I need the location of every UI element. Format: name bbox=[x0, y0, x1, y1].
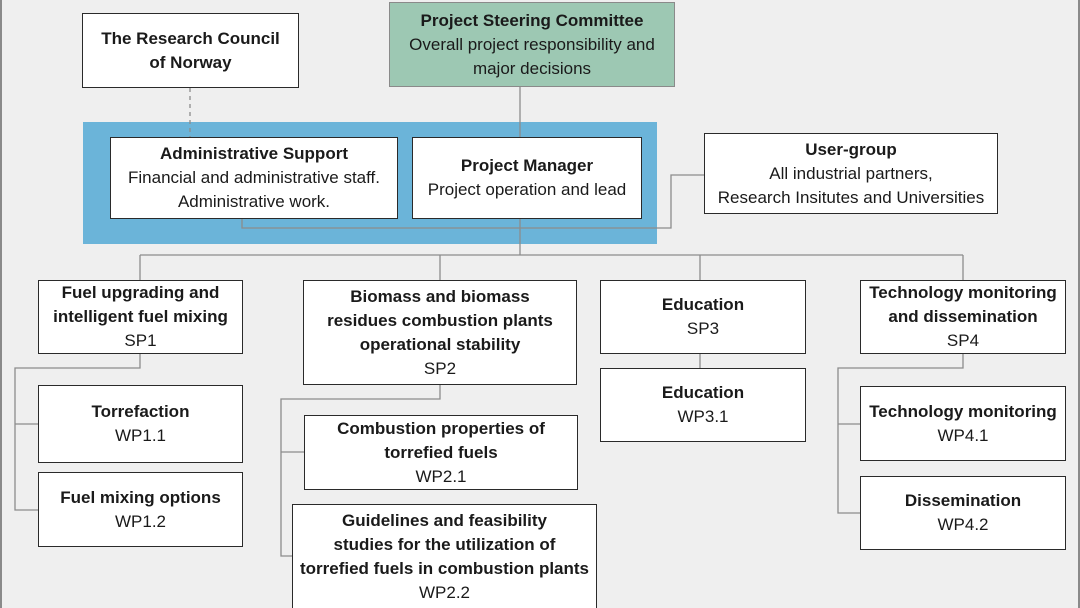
steering-committee-desc-line1: Overall project responsibility and bbox=[409, 34, 655, 54]
wp4-2-box: Dissemination WP4.2 bbox=[860, 476, 1066, 550]
project-manager-title: Project Manager bbox=[460, 156, 594, 175]
sp1-title-line1: Fuel upgrading and bbox=[61, 283, 220, 302]
wp1-1-title: Torrefaction bbox=[91, 402, 190, 421]
wp1-1-box: Torrefaction WP1.1 bbox=[38, 385, 243, 463]
sp4-children-link bbox=[837, 354, 964, 514]
wp2-1-box: Combustion properties of torrefied fuels… bbox=[304, 415, 578, 490]
wp1-2-title: Fuel mixing options bbox=[60, 487, 221, 507]
wp2-1-code: WP2.1 bbox=[415, 466, 467, 486]
wp1-2-box: Fuel mixing options WP1.2 bbox=[38, 472, 243, 547]
sp3-title: Education bbox=[661, 295, 745, 314]
wp4-2-code: WP4.2 bbox=[937, 515, 989, 534]
wp3-1-box: Education WP3.1 bbox=[600, 368, 806, 442]
administrative-support-desc-line1: Financial and administrative staff. bbox=[128, 168, 380, 187]
administrative-support-box: Administrative Support Financial and adm… bbox=[110, 137, 398, 219]
sp3-code: SP3 bbox=[686, 319, 720, 338]
sp2-code: SP2 bbox=[423, 358, 457, 378]
sp2-title-line2: residues combustion plants bbox=[327, 310, 553, 330]
wp1-1-code: WP1.1 bbox=[114, 426, 167, 445]
user-group-desc-line2: Research Insitutes and Universities bbox=[717, 187, 985, 207]
user-group-title: User-group bbox=[805, 139, 897, 159]
wp2-1-title-line2: torrefied fuels bbox=[384, 442, 498, 462]
frame-right-border bbox=[1078, 0, 1080, 608]
frame-left-border bbox=[0, 0, 2, 608]
research-council-box: The Research Council of Norway bbox=[82, 13, 299, 88]
wp4-2-title: Dissemination bbox=[904, 491, 1022, 510]
wp4-1-title: Technology monitoring bbox=[869, 401, 1057, 421]
user-group-box: User-group All industrial partners, Rese… bbox=[704, 133, 998, 214]
sp1-box: Fuel upgrading and intelligent fuel mixi… bbox=[38, 280, 243, 354]
wp2-2-box: Guidelines and feasibility studies for t… bbox=[292, 504, 597, 608]
sp1-title-line2: intelligent fuel mixing bbox=[53, 307, 228, 326]
sp4-code: SP4 bbox=[946, 331, 980, 350]
wp2-1-title-line1: Combustion properties of bbox=[337, 418, 545, 438]
sp4-box: Technology monitoring and dissemination … bbox=[860, 280, 1066, 354]
research-council-title-line2: of Norway bbox=[149, 52, 232, 72]
project-manager-desc: Project operation and lead bbox=[427, 180, 627, 199]
wp4-1-code: WP4.1 bbox=[937, 425, 989, 445]
sp1-code: SP1 bbox=[124, 331, 157, 350]
administrative-support-title: Administrative Support bbox=[160, 144, 348, 163]
wp2-2-code: WP2.2 bbox=[418, 582, 471, 602]
user-group-desc-line1: All industrial partners, bbox=[769, 163, 933, 183]
sp2-title-line3: operational stability bbox=[359, 334, 521, 354]
wp4-1-box: Technology monitoring WP4.1 bbox=[860, 386, 1066, 461]
wp3-1-title: Education bbox=[661, 383, 745, 402]
steering-committee-title: Project Steering Committee bbox=[420, 10, 644, 30]
wp3-1-code: WP3.1 bbox=[677, 407, 729, 426]
steering-committee-desc-line2: major decisions bbox=[472, 58, 592, 78]
wp2-2-title-line2: studies for the utilization of bbox=[333, 534, 556, 554]
administrative-support-desc-line2: Administrative work. bbox=[177, 192, 331, 211]
project-manager-box: Project Manager Project operation and le… bbox=[412, 137, 642, 219]
sp4-title-line2: and dissemination bbox=[888, 307, 1038, 326]
sp4-title-line1: Technology monitoring bbox=[869, 283, 1057, 302]
wp2-2-title-line3: torrefied fuels in combustion plants bbox=[299, 558, 590, 578]
research-council-title-line1: The Research Council bbox=[101, 28, 280, 48]
wp2-2-title-line1: Guidelines and feasibility bbox=[342, 510, 547, 530]
sp2-box: Biomass and biomass residues combustion … bbox=[303, 280, 577, 385]
sp2-title-line1: Biomass and biomass bbox=[350, 286, 530, 306]
sp2-children-link bbox=[280, 385, 441, 557]
steering-committee-box: Project Steering Committee Overall proje… bbox=[389, 2, 675, 87]
user-group-link bbox=[241, 174, 706, 229]
sp1-children-link bbox=[14, 354, 141, 511]
wp1-2-code: WP1.2 bbox=[114, 511, 167, 531]
sp3-box: Education SP3 bbox=[600, 280, 806, 354]
